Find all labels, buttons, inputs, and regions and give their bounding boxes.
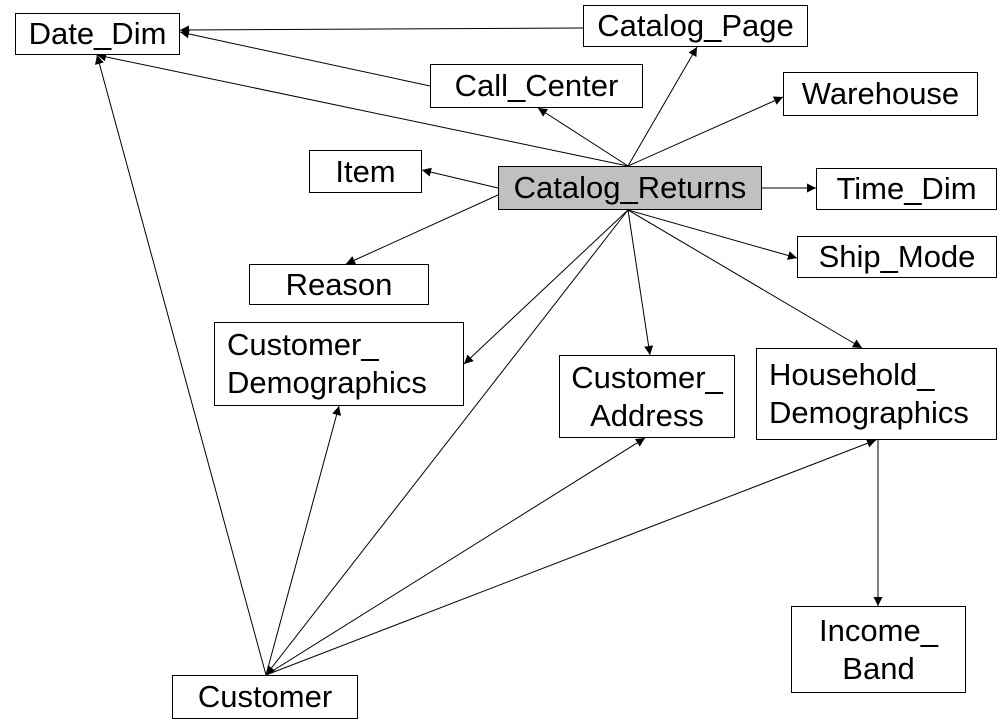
node-ship-mode: Ship_Mode xyxy=(797,236,997,278)
node-label: Reason xyxy=(285,266,393,302)
node-time-dim: Time_Dim xyxy=(816,168,997,210)
node-catalog-page: Catalog_Page xyxy=(583,5,808,47)
node-label-line-1: Customer_ xyxy=(571,359,723,395)
edge-catalog-returns-to-call-center xyxy=(537,107,629,167)
edge-catalog-returns-to-customer-demographics xyxy=(463,209,629,365)
edge-catalog-page-to-date-dim xyxy=(179,25,584,35)
node-call-center: Call_Center xyxy=(430,64,643,108)
node-customer-address: Customer_ Address xyxy=(559,355,735,438)
edge-call-center-to-date-dim xyxy=(179,29,431,87)
node-customer-demographics: Customer_ Demographics xyxy=(214,322,464,406)
edge-catalog-returns-to-date-dim xyxy=(96,52,629,167)
edge-catalog-returns-to-customer xyxy=(265,209,629,676)
node-label: Date_Dim xyxy=(28,16,167,51)
node-customer: Customer xyxy=(172,675,358,719)
node-label-line-2: Band xyxy=(842,650,915,686)
node-label: Item xyxy=(335,153,396,189)
node-label: Warehouse xyxy=(801,76,960,111)
edge-catalog-returns-to-reason xyxy=(345,194,499,265)
node-warehouse: Warehouse xyxy=(783,72,978,116)
node-label-line-1: Income_ xyxy=(819,612,938,648)
edge-catalog-returns-to-warehouse xyxy=(627,96,784,167)
edge-customer-to-customer-address xyxy=(265,437,646,676)
edge-catalog-returns-to-catalog-page xyxy=(627,46,698,167)
node-item: Item xyxy=(309,150,422,193)
edge-customer-to-date-dim xyxy=(95,54,267,676)
edge-catalog-returns-to-customer-address xyxy=(627,209,654,356)
node-label: Call_Center xyxy=(454,68,619,103)
node-label-line-2: Demographics xyxy=(227,365,427,400)
node-label-line-1: Customer_ xyxy=(227,327,379,362)
node-label: Time_Dim xyxy=(836,171,977,206)
edge-customer-to-customer-demographics xyxy=(265,405,341,676)
node-label-line-1: Household_ xyxy=(769,357,935,392)
node-label: Customer xyxy=(197,679,333,714)
node-label-line-2: Demographics xyxy=(769,395,969,430)
edge-catalog-returns-to-household-demographics xyxy=(627,209,863,349)
edge-catalog-returns-to-item xyxy=(421,167,499,189)
node-label: Catalog_Page xyxy=(597,8,794,43)
node-label-line-2: Address xyxy=(590,397,704,433)
node-date-dim: Date_Dim xyxy=(15,13,180,55)
node-label: Ship_Mode xyxy=(818,239,976,274)
edge-catalog-returns-to-ship-mode xyxy=(627,209,798,260)
node-reason: Reason xyxy=(249,264,429,305)
node-household-demographics: Household_ Demographics xyxy=(756,348,997,440)
node-catalog-returns: Catalog_Returns xyxy=(498,166,762,210)
node-income-band: Income_ Band xyxy=(791,606,966,693)
edge-customer-to-household-demographics xyxy=(265,439,877,676)
node-label: Catalog_Returns xyxy=(513,170,747,205)
